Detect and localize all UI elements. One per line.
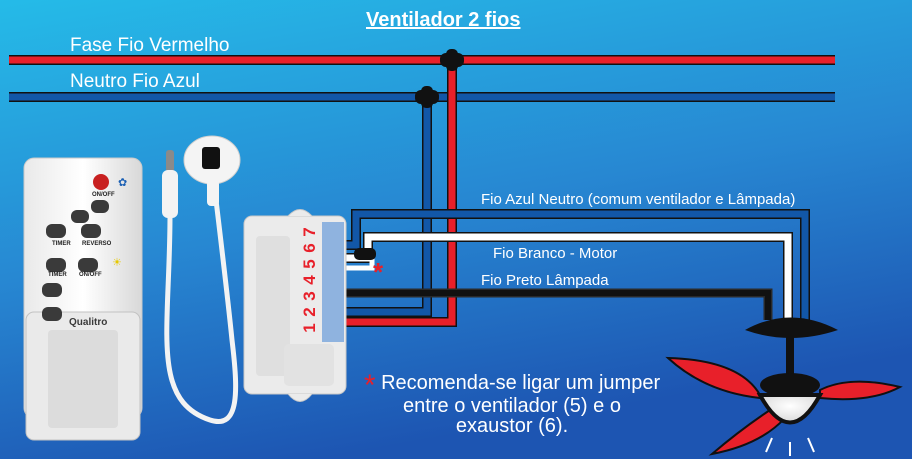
sensor-cable: [164, 199, 239, 424]
remote-onoff-label: ON/OFF: [92, 192, 115, 198]
jumper-asterisk: *: [373, 257, 384, 287]
neutral-wire-label: Neutro Fio Azul: [70, 71, 200, 92]
sensor-head: [183, 135, 241, 206]
jumper-wire: [343, 256, 375, 271]
blue-neutral-wire: [343, 209, 810, 320]
blue-neutral-wire-label: Fio Azul Neutro (comum ventilador e Lâmp…: [481, 191, 796, 208]
jumper-connector: [354, 248, 376, 260]
black-lamp-wire-label: Fio Preto Lâmpada: [481, 272, 609, 289]
remote-brand-label: Qualitro: [69, 317, 108, 328]
note-asterisk: *: [363, 369, 376, 402]
remote-buttons: [42, 200, 109, 321]
remote-reverse-label: REVERSO: [82, 241, 112, 247]
remote-timer-label: TIMER: [52, 241, 71, 247]
phase-junction-connector: [440, 49, 464, 71]
black-lamp-wire: [343, 288, 773, 320]
receiver-module: [243, 209, 347, 402]
neutral-drop-wire: [343, 97, 432, 317]
phase-wire-label: Fase Fio Vermelho: [70, 35, 230, 56]
remote-onoff2-label: ON/OFF: [79, 272, 102, 278]
lamp-icon: ☀: [112, 256, 122, 269]
fan-icon: ✿: [118, 176, 127, 189]
note-text: Recomenda-se ligar um jumper entre o ven…: [381, 372, 661, 437]
white-motor-wire-label: Fio Branco - Motor: [493, 245, 618, 262]
phase-wire: [9, 55, 835, 65]
power-button: [93, 174, 109, 190]
terminal-number: 1: [300, 323, 319, 333]
jack-plug: [162, 150, 178, 218]
remote-timer2-label: TIMER: [48, 272, 67, 278]
jumper-note: * Recomenda-se ligar um jumper entre o v…: [362, 371, 662, 437]
diagram-title: Ventilador 2 fios: [366, 9, 521, 31]
phase-drop-wire: [343, 60, 457, 327]
ceiling-fan: [665, 317, 903, 456]
remote-control: [23, 157, 143, 441]
module-terminal-numbers: 7 6 5 4 3 2 1: [300, 224, 320, 336]
neutral-junction-connector: [415, 86, 439, 108]
